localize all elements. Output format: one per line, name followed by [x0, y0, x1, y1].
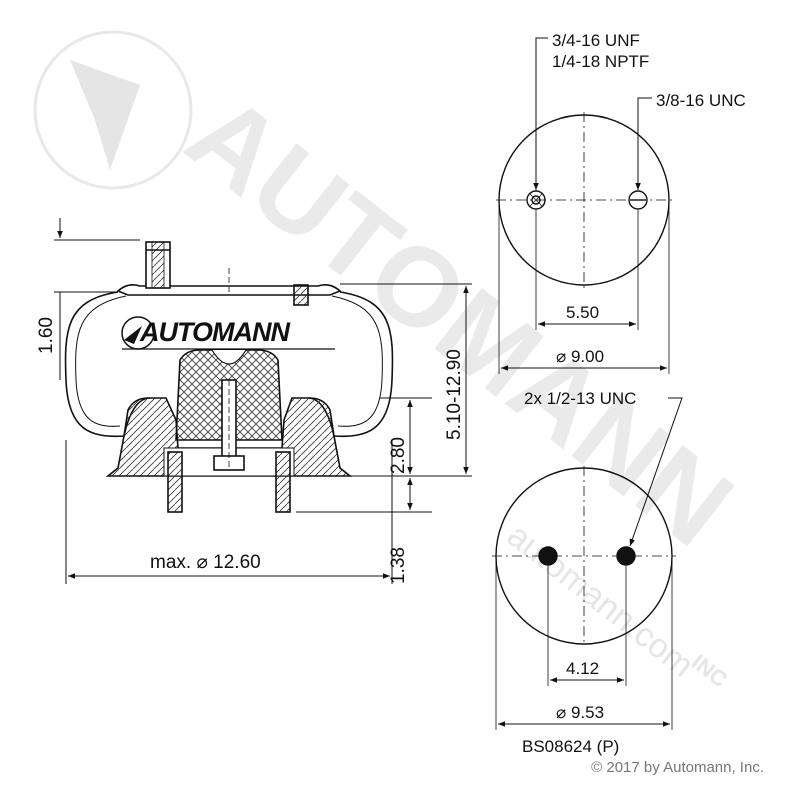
- watermark: AUTOMANN automann.com INC: [33, 30, 755, 692]
- logo-text: AUTOMANN: [139, 317, 290, 347]
- mount-stud-left-icon: [538, 546, 558, 566]
- lower-stud-right: [275, 451, 291, 513]
- dim-top-diameter: ⌀ 9.00: [556, 347, 604, 366]
- bead-plate: [116, 284, 342, 296]
- top-plate-view: [496, 37, 672, 374]
- watermark-logo-icon: [33, 30, 193, 190]
- stud-hole-icon: [628, 190, 648, 210]
- air-spring-side-view: AUTOMANN: [64, 241, 394, 513]
- dim-bottom-hole-spacing: 4.12: [566, 659, 599, 678]
- dim-bottom-diameter: ⌀ 9.53: [556, 703, 604, 722]
- side-view-dimensions: [54, 218, 472, 584]
- bottom-stud-label: 2x 1/2-13 UNC: [524, 389, 636, 408]
- mount-stud-right-icon: [616, 546, 636, 566]
- dim-piston-height: 2.80: [388, 437, 409, 474]
- bottom-plate-view: [492, 397, 683, 730]
- dim-max-diameter: max. ⌀ 12.60: [150, 552, 261, 573]
- port-label-line1: 3/4-16 UNF: [552, 31, 640, 50]
- top-stud: [293, 284, 309, 306]
- copyright: © 2017 by Automann, Inc.: [591, 759, 764, 776]
- lower-stud-left: [167, 451, 183, 513]
- dim-stud-length: 1.38: [388, 547, 409, 584]
- port-label-line2: 1/4-18 NPTF: [552, 52, 649, 71]
- dim-top-offset: 1.60: [36, 317, 57, 354]
- dim-height-range: 5.10-12.90: [444, 349, 465, 440]
- dim-top-hole-spacing: 5.50: [566, 303, 599, 322]
- air-port-icon: [526, 190, 546, 210]
- top-stud-label: 3/8-16 UNC: [656, 91, 746, 110]
- automann-logo: AUTOMANN: [121, 316, 335, 350]
- part-number: BS08624 (P): [522, 737, 620, 756]
